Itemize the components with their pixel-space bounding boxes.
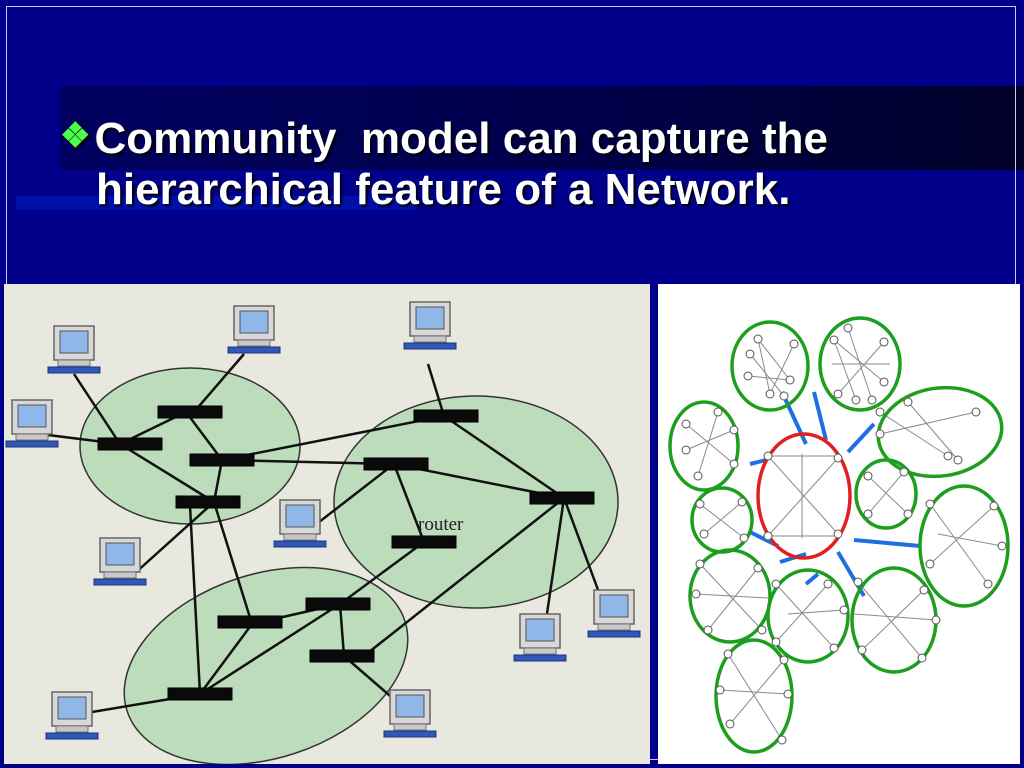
router-node xyxy=(175,495,241,509)
title-band xyxy=(60,86,1024,170)
community-ring xyxy=(854,458,918,530)
routers xyxy=(97,405,595,701)
router-node xyxy=(97,437,163,451)
router-node xyxy=(157,405,223,419)
title-line-1: ❖Community model can capture the xyxy=(60,110,828,165)
router-node xyxy=(189,453,255,467)
accent-band xyxy=(16,196,416,210)
title-line-2: hierarchical feature of a Network. xyxy=(96,165,791,214)
router-node xyxy=(529,491,595,505)
graph-nodes xyxy=(681,323,1007,745)
community-ring xyxy=(766,568,850,664)
community-ring xyxy=(918,484,1010,608)
diamond-bullet-icon: ❖ xyxy=(60,117,91,155)
router-node xyxy=(167,687,233,701)
router-node xyxy=(217,615,283,629)
router-node xyxy=(309,649,375,663)
community-ring xyxy=(668,400,740,492)
router-node xyxy=(305,597,371,611)
community-ring xyxy=(818,316,902,412)
community-graph xyxy=(658,284,1020,764)
graph-background xyxy=(658,284,1020,764)
router-node xyxy=(413,409,479,423)
core-ring xyxy=(756,432,852,560)
router-node xyxy=(391,535,457,549)
title-text-1: Community model can capture the xyxy=(94,114,828,163)
community-ring xyxy=(876,385,1004,479)
community-rings xyxy=(668,316,1010,754)
community-ring xyxy=(730,320,810,412)
network-diagram: router xyxy=(4,284,650,764)
intra-community-edges xyxy=(685,327,1003,741)
router-label: router xyxy=(418,514,464,535)
router-node xyxy=(363,457,429,471)
